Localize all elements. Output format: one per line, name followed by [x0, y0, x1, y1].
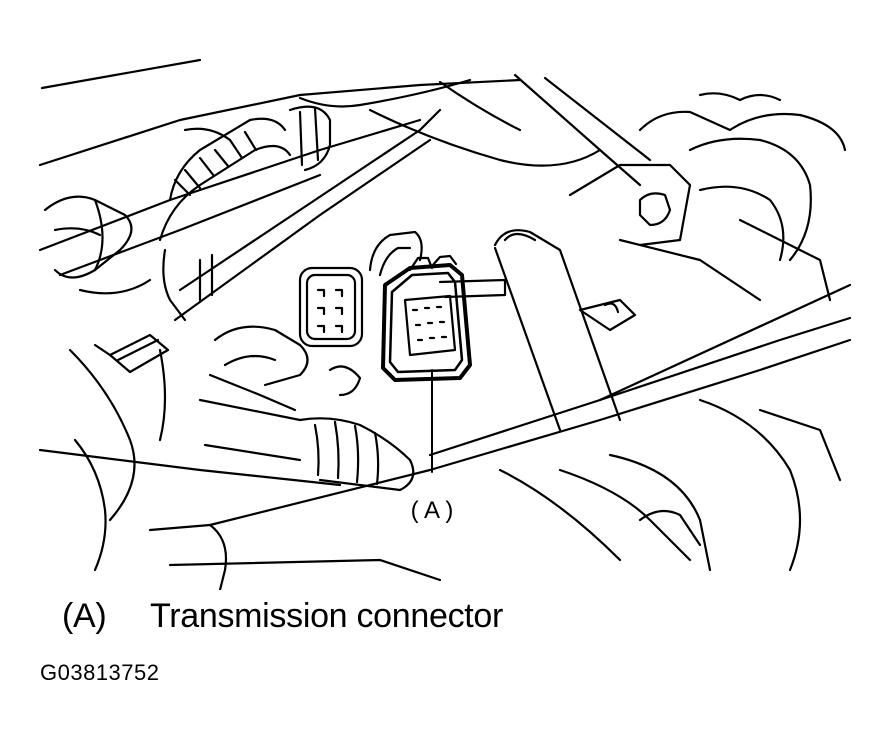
clamp — [116, 338, 160, 362]
figure-code: G03813752 — [40, 660, 160, 685]
background-line — [543, 76, 652, 162]
body-panel-right — [558, 468, 692, 562]
bracket — [223, 354, 277, 367]
body-panel — [158, 348, 167, 442]
body-panel — [68, 348, 136, 522]
bracket — [213, 325, 309, 387]
tube-right — [688, 137, 812, 262]
bracket-right — [638, 192, 672, 227]
vertical-tube — [493, 229, 622, 432]
harness — [162, 248, 187, 322]
body-panel-right — [608, 453, 712, 572]
body-panel — [73, 438, 107, 572]
hose — [78, 278, 152, 295]
rod — [178, 108, 442, 292]
tube-right — [698, 185, 785, 262]
clamp — [108, 333, 170, 374]
tube-right — [618, 238, 762, 302]
rod — [38, 118, 422, 252]
rod-lower — [208, 338, 852, 527]
harness — [288, 105, 332, 172]
background-line — [298, 78, 472, 108]
hose — [53, 227, 102, 237]
connector-wire — [368, 230, 423, 272]
body-panel-bottom — [168, 558, 442, 582]
rod-lower — [38, 448, 342, 487]
tube-right — [738, 218, 832, 302]
rod-lower — [598, 283, 852, 402]
background-line — [438, 80, 522, 132]
hose — [43, 195, 133, 279]
hose-bottom — [198, 398, 415, 492]
background-line — [38, 78, 522, 167]
body-panel-right — [498, 468, 622, 562]
bracket-right — [568, 163, 692, 247]
body-panel-right — [638, 509, 702, 547]
bracket — [208, 373, 297, 412]
harness — [173, 130, 258, 197]
harness — [298, 106, 320, 167]
engine-bay-illustration: ( A ) — [38, 58, 852, 590]
bracket — [328, 365, 362, 397]
connector-wire — [378, 246, 412, 277]
rod-lower — [428, 316, 852, 457]
legend-text: Transmission connector — [150, 597, 504, 635]
transmission-connector — [381, 254, 507, 382]
tube-right — [698, 92, 782, 102]
body-panel-bottom — [208, 523, 228, 590]
harness — [198, 253, 214, 302]
mating-connector — [298, 266, 364, 348]
body-panel-right — [758, 408, 842, 482]
legend-key: (A) — [62, 597, 107, 635]
tube-right — [638, 110, 847, 152]
bracket-right — [603, 302, 620, 314]
background-line — [368, 108, 602, 167]
clamp — [93, 343, 112, 357]
body-panel-bottom — [148, 523, 212, 532]
harness — [168, 117, 287, 202]
body-panel-right — [698, 398, 802, 572]
background-line — [40, 58, 202, 90]
legend-item-a: (A) Transmission connector — [62, 596, 503, 636]
harness — [183, 127, 232, 142]
harness — [158, 144, 292, 242]
callout-label: ( A ) — [411, 497, 454, 524]
hose — [93, 198, 104, 272]
rod — [173, 138, 432, 322]
background-line — [513, 73, 642, 187]
